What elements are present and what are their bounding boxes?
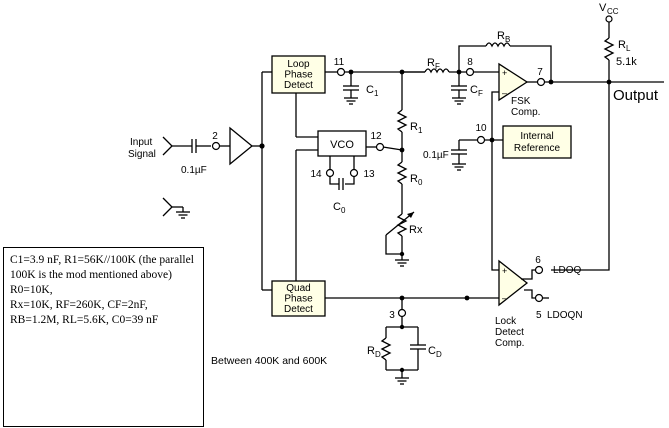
vcc-sub: CC bbox=[607, 7, 619, 16]
pin-13-label: 13 bbox=[363, 169, 375, 180]
loop-phase-detect-label-3: Detect bbox=[284, 80, 313, 91]
rb-feedback bbox=[458, 42, 552, 82]
lock-detect-comparator bbox=[498, 259, 529, 307]
frequency-note: Between 400K and 600K bbox=[211, 355, 328, 367]
pin-10-label: 10 bbox=[475, 123, 487, 134]
internal-reference-block bbox=[502, 125, 572, 159]
pin-14-label: 14 bbox=[310, 169, 322, 180]
lock-detect-label-2: Detect bbox=[495, 327, 524, 338]
fsk-comparator bbox=[498, 62, 529, 102]
cd-sub: D bbox=[436, 350, 442, 359]
fsk-comp-label-1: FSK bbox=[511, 96, 531, 107]
rf-label: R bbox=[427, 57, 435, 69]
internal-reference-label-2: Reference bbox=[514, 143, 561, 154]
svg-text:+: + bbox=[502, 266, 507, 276]
vcc-pullup bbox=[603, 15, 615, 82]
rb-sub: B bbox=[505, 35, 510, 44]
rd-sub: D bbox=[375, 350, 381, 359]
c0-label: C bbox=[333, 201, 341, 213]
rl-sub: L bbox=[626, 44, 631, 53]
pin-3-label: 3 bbox=[389, 310, 395, 321]
pin-2 bbox=[211, 141, 221, 151]
svg-text:–: – bbox=[502, 293, 507, 303]
reference-wiring bbox=[451, 91, 503, 271]
input-section bbox=[162, 71, 272, 291]
lock-detect-label-3: Comp. bbox=[495, 338, 524, 349]
vcc-label: V bbox=[599, 2, 607, 14]
cf-sub: F bbox=[478, 89, 483, 98]
rl-label: R bbox=[618, 39, 626, 51]
internal-reference-label-1: Internal bbox=[520, 131, 553, 142]
input-label-2: Signal bbox=[128, 149, 156, 160]
pin-6-label: 6 bbox=[535, 255, 541, 266]
output-label: Output bbox=[613, 87, 659, 104]
component-values-note: C1=3.9 nF, R1=56K//100K (the parallel 10… bbox=[3, 247, 204, 427]
r1-label: R bbox=[410, 121, 418, 133]
resistor-divider bbox=[385, 69, 415, 267]
fsk-plus: + bbox=[502, 68, 507, 78]
cref-value-label: 0.1µF bbox=[423, 150, 449, 161]
loop-phase-detect-label-2: Phase bbox=[284, 70, 313, 81]
rb-label: R bbox=[497, 30, 505, 42]
cf-label: C bbox=[470, 84, 478, 96]
vco-block bbox=[317, 130, 367, 157]
pin-7-label: 7 bbox=[537, 67, 543, 78]
rf-sub: F bbox=[435, 62, 440, 71]
loop-phase-detect-block bbox=[271, 55, 326, 94]
loop-filter bbox=[325, 67, 425, 105]
pin-5-label: 5 bbox=[536, 310, 542, 321]
pin-2-label: 2 bbox=[212, 131, 218, 142]
rx-label: Rx bbox=[409, 224, 423, 236]
rl-value: 5.1k bbox=[616, 56, 637, 68]
rf-resistor bbox=[402, 67, 499, 105]
r0-sub: 0 bbox=[418, 178, 423, 187]
r1-sub: 1 bbox=[418, 126, 423, 135]
timing-capacitor bbox=[325, 156, 359, 190]
vco-label: VCO bbox=[330, 139, 354, 151]
r0-label: R bbox=[410, 173, 418, 185]
pin-8-label: 8 bbox=[467, 57, 473, 68]
cd-label: C bbox=[428, 345, 436, 357]
cin-value-label: 0.1µF bbox=[181, 165, 207, 176]
rd-label: R bbox=[367, 345, 375, 357]
fsk-comp-label-2: Comp. bbox=[511, 107, 540, 118]
quad-phase-detect-label-1: Quad bbox=[286, 283, 310, 294]
quad-phase-detect-label-3: Detect bbox=[284, 304, 313, 315]
input-label-1: Input bbox=[130, 137, 152, 148]
ldoq-label: LDOQ bbox=[553, 265, 582, 276]
c0-sub: 0 bbox=[341, 206, 346, 215]
lock-detect-label-1: Lock bbox=[495, 316, 517, 327]
quad-phase-detect-label-2: Phase bbox=[284, 294, 313, 305]
input-buffer bbox=[229, 126, 254, 166]
pin-12-label: 12 bbox=[370, 131, 382, 142]
fsk-minus: – bbox=[502, 88, 507, 98]
quad-phase-detect-block bbox=[271, 280, 326, 317]
c1-sub: 1 bbox=[374, 89, 379, 98]
c1-label: C bbox=[366, 84, 374, 96]
quad-output bbox=[325, 295, 499, 385]
ldoqn-label: LDOQN bbox=[547, 310, 583, 321]
pin-11-label: 11 bbox=[334, 57, 345, 68]
loop-phase-detect-label-1: Loop bbox=[287, 59, 310, 70]
